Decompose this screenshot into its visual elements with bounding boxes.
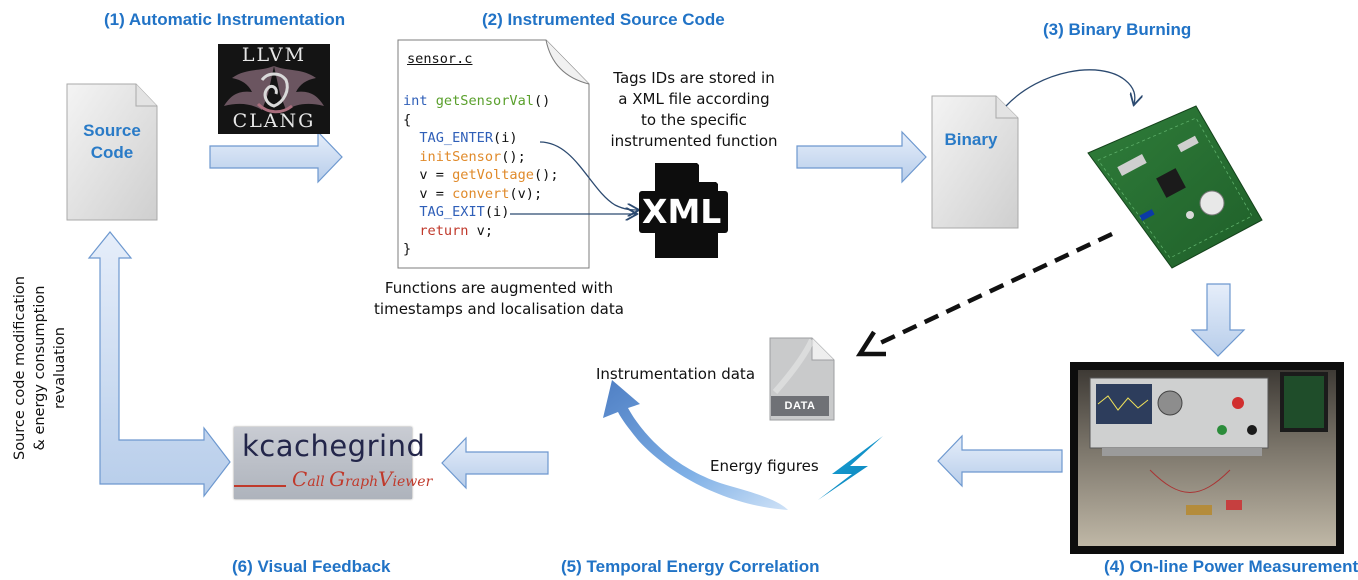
title-temporal-energy-correlation: (5) Temporal Energy Correlation <box>561 557 820 576</box>
feedback-note: Source code modification & energy consum… <box>10 268 70 468</box>
title-automatic-instrumentation: (1) Automatic Instrumentation <box>104 10 346 29</box>
binary-label: Binary <box>944 130 998 149</box>
arrow-measure <box>1190 283 1246 357</box>
code-listing: int getSensorVal() { TAG_ENTER(i) initSe… <box>403 92 559 259</box>
feedback-note-line3: revaluation <box>52 327 68 409</box>
microcontroller-board <box>1087 105 1263 269</box>
binary-document <box>931 95 1019 229</box>
functions-note: Functions are augmented with timestamps … <box>354 278 644 320</box>
source-code-label: Source Code <box>67 120 157 164</box>
code-line-4: initSensor(); <box>419 148 526 165</box>
title-binary-burning: (3) Binary Burning <box>1043 20 1192 39</box>
power-measurement-photo <box>1070 362 1344 554</box>
flash-link <box>1005 69 1135 106</box>
code-line-2: { <box>403 111 412 128</box>
arrow-compile <box>209 130 343 184</box>
instrumentation-data-label: Instrumentation data <box>596 365 756 383</box>
functions-note-line2: timestamps and localisation data <box>374 300 624 318</box>
arrow-energy-in <box>937 434 1063 488</box>
source-code-document <box>66 83 158 221</box>
title-power-measurement: (4) On-line Power Measurement <box>1104 557 1358 576</box>
functions-note-line1: Functions are augmented with <box>384 279 614 297</box>
tags-note-line4: instrumented function <box>610 132 778 150</box>
title-visual-feedback: (6) Visual Feedback <box>232 557 391 576</box>
energy-bolt-icon <box>818 436 883 500</box>
arrow-burn <box>796 130 927 184</box>
xml-file-icon <box>639 163 728 258</box>
energy-figures-label: Energy figures <box>710 457 819 475</box>
xml-label: XML <box>642 192 722 231</box>
tags-note: Tags IDs are stored in a XML file accord… <box>596 68 792 152</box>
code-line-7: TAG_EXIT(i) <box>419 204 510 220</box>
arrow-return-loop <box>87 231 231 498</box>
code-line-3: TAG_ENTER(i) <box>419 130 518 146</box>
clang-text: CLANG <box>232 110 316 132</box>
llvm-clang-logo: LLVM CLANG <box>218 44 330 134</box>
code-line-9: } <box>403 241 412 257</box>
code-line-1: int getSensorVal() <box>403 93 551 109</box>
source-label-line2: Code <box>90 143 134 162</box>
code-filename: sensor.c <box>407 51 473 67</box>
source-label-line1: Source <box>83 121 141 140</box>
llvm-text: LLVM <box>241 44 307 66</box>
feedback-note-line2: & energy consumption <box>32 285 48 451</box>
title-instrumented-source-code: (2) Instrumented Source Code <box>482 10 725 29</box>
code-line-6: v = convert(v); <box>419 185 543 202</box>
code-page <box>397 39 590 269</box>
tags-note-line2: a XML file according <box>618 90 770 108</box>
kcachegrind-subtitle: Call GraphViewer <box>292 467 433 491</box>
arrow-feedback <box>441 436 549 490</box>
kcachegrind-logo: kcachegrind Call GraphViewer <box>234 427 432 499</box>
kcachegrind-underline <box>234 485 286 487</box>
data-file-label: DATA <box>771 396 829 416</box>
kcachegrind-title: kcachegrind <box>242 429 426 463</box>
correlation-curve-arrow <box>603 380 788 510</box>
code-line-8: return v; <box>419 222 494 239</box>
dragon-icon <box>224 66 324 114</box>
data-transfer-arrow <box>855 231 1113 357</box>
tags-note-line3: to the specific <box>641 111 747 129</box>
code-line-5: v = getVoltage(); <box>419 167 559 183</box>
feedback-note-line1: Source code modification <box>12 276 28 460</box>
tags-note-line1: Tags IDs are stored in <box>613 69 775 87</box>
